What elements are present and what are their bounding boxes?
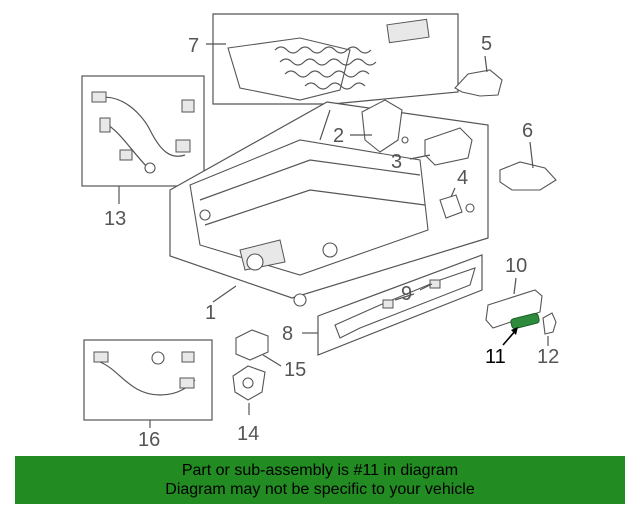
banner-line-disclaimer: Diagram may not be specific to your vehi… (165, 481, 475, 498)
part-7-cushion-springs[interactable] (212, 13, 459, 105)
part-12-knob[interactable] (542, 312, 557, 346)
part-2-bracket[interactable] (350, 99, 409, 153)
part-label-3[interactable]: 3 (391, 151, 402, 173)
part-6-bracket[interactable] (499, 141, 557, 191)
part-label-7[interactable]: 7 (188, 35, 199, 57)
part-label-10[interactable]: 10 (505, 255, 527, 277)
part-10-switch-panel[interactable] (485, 277, 543, 329)
part-16-wire-harness[interactable] (83, 339, 213, 428)
part-label-6[interactable]: 6 (522, 120, 533, 142)
part-1-seat-frame[interactable] (169, 101, 489, 307)
highlight-info-banner: Part or sub-assembly is #11 in diagram D… (15, 456, 625, 504)
part-label-11[interactable]: 11 (485, 346, 506, 368)
part-13-wire-harness[interactable] (81, 75, 205, 204)
part-11-switch-knob[interactable] (502, 312, 540, 346)
exploded-parts-diagram: 7 5 13 (81, 13, 559, 451)
part-label-9[interactable]: 9 (401, 283, 412, 305)
part-label-14[interactable]: 14 (237, 423, 259, 445)
part-label-15[interactable]: 15 (284, 359, 306, 381)
part-4-clip[interactable] (439, 187, 475, 219)
part-3-recliner-cover[interactable] (409, 127, 473, 166)
part-label-16[interactable]: 16 (138, 429, 160, 451)
part-label-8[interactable]: 8 (282, 323, 293, 345)
part-label-13[interactable]: 13 (104, 208, 126, 230)
part-label-2[interactable]: 2 (333, 125, 344, 147)
part-15-bracket[interactable] (235, 329, 282, 367)
part-label-1[interactable]: 1 (205, 302, 216, 324)
banner-line-part-info: Part or sub-assembly is #11 in diagram (181, 462, 459, 479)
part-5-bracket[interactable] (454, 55, 503, 97)
part-label-12[interactable]: 12 (537, 346, 559, 368)
part-9-clip[interactable] (382, 279, 441, 309)
part-14-cover[interactable] (232, 365, 266, 415)
part-label-5[interactable]: 5 (481, 33, 492, 55)
part-label-4[interactable]: 4 (457, 167, 468, 189)
